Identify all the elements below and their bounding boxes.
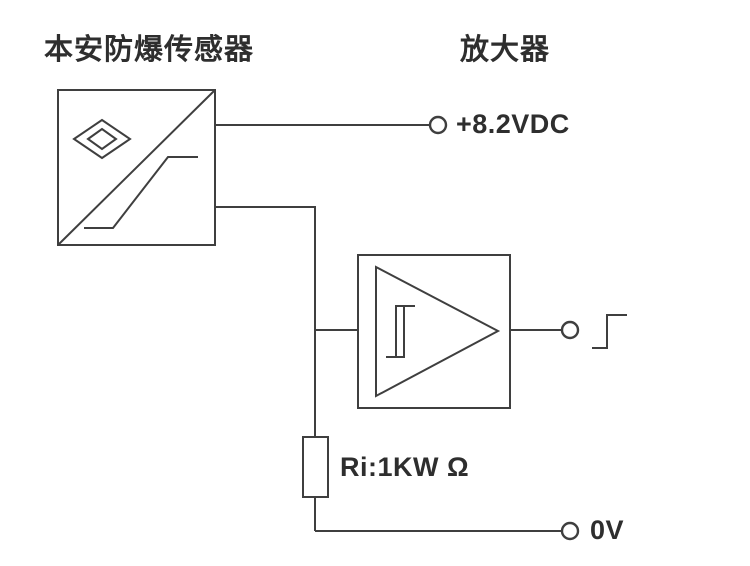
supply-wire [215,115,448,135]
amplifier-title-label: 放大器 [460,34,551,66]
switching-threshold-curve-icon [84,156,198,229]
ground-terminal-icon [560,521,580,541]
resistor [302,436,329,531]
resistor-label: Ri:1KW Ω [340,452,470,482]
amplifier-triangle-icon [375,265,501,398]
output-wire [510,314,627,349]
sensor-block [57,89,216,246]
supply-terminal-label: +8.2VDC [456,109,570,139]
proximity-sensor-diamond-icon [72,118,132,160]
sensor-title-label: 本安防爆传感器 [44,34,255,66]
supply-terminal-icon [428,115,448,135]
ground-terminal-label: 0V [590,515,625,545]
sensor-box [57,89,216,246]
resistor-body [302,436,329,498]
output-terminal-icon [560,320,580,340]
schmitt-trigger-hysteresis-icon [386,305,415,358]
signal-wire-line [215,206,316,437]
amplifier-box [357,254,511,409]
amplifier-block [357,254,511,409]
ground-wire [315,521,580,541]
sensor-box-diagonal [57,89,216,246]
signal-wire [215,206,358,437]
step-output-icon [592,314,627,349]
